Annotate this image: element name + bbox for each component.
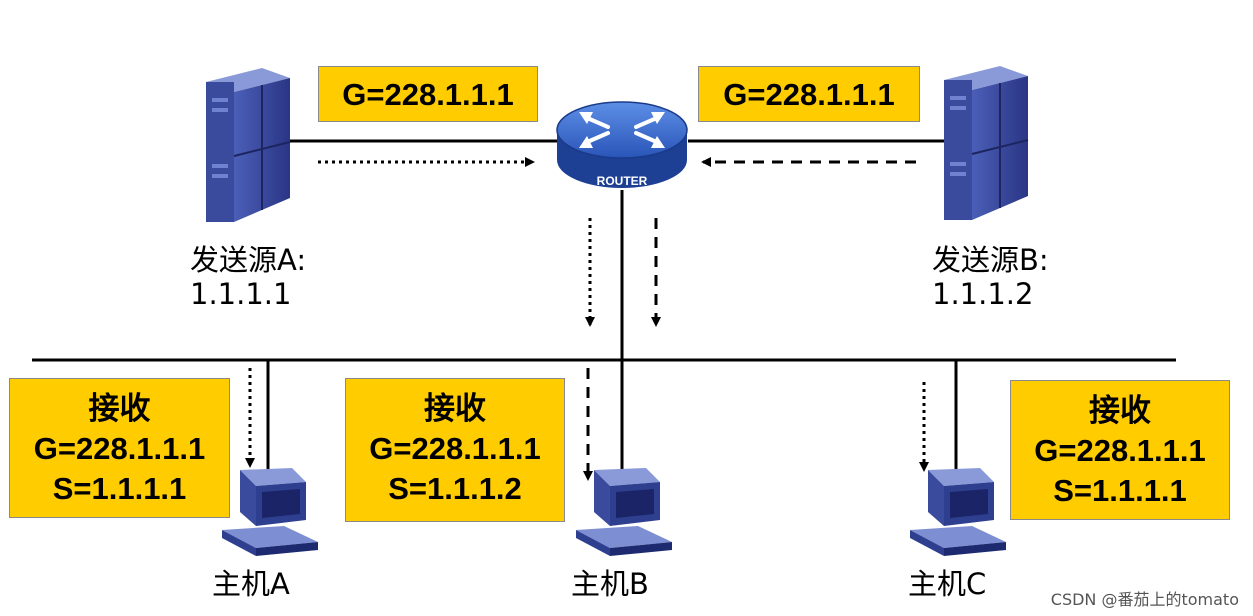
- source-b-name: 发送源B:: [932, 243, 1049, 277]
- host-b-receive-title: 接收: [424, 391, 486, 426]
- source-a-group-tag: G=228.1.1.1: [318, 66, 538, 122]
- source-b-server-icon: [944, 66, 1029, 220]
- host-b-receive-box: 接收 G=228.1.1.1 S=1.1.1.2: [345, 378, 565, 522]
- source-b-label: 发送源B: 1.1.1.2: [932, 243, 1049, 311]
- source-a-name: 发送源A:: [190, 243, 307, 277]
- host-c-computer-icon: [910, 468, 1006, 556]
- host-a-receive-title: 接收: [88, 391, 151, 426]
- host-c-receive-source: S=1.1.1.1: [1053, 473, 1187, 508]
- host-b-computer-icon: [576, 468, 672, 556]
- watermark: CSDN @番茄上的tomato: [1050, 590, 1239, 609]
- source-b-ip: 1.1.1.2: [932, 277, 1034, 311]
- router-label: ROUTER: [597, 174, 648, 188]
- source-b-group-tag: G=228.1.1.1: [698, 66, 920, 122]
- host-c-label: 主机C: [908, 567, 987, 601]
- host-c-receive-box: 接收 G=228.1.1.1 S=1.1.1.1: [1010, 380, 1230, 520]
- host-a-receive-source: S=1.1.1.1: [52, 471, 187, 506]
- host-a-computer-icon: [222, 468, 318, 556]
- host-b-receive-source: S=1.1.1.2: [388, 471, 522, 506]
- host-a-receive-group: G=228.1.1.1: [33, 431, 206, 466]
- host-c-receive-group: G=228.1.1.1: [1034, 433, 1206, 468]
- source-a-server-icon: [206, 68, 291, 222]
- host-b-receive-group: G=228.1.1.1: [369, 431, 541, 466]
- router-icon: ROUTER: [556, 101, 688, 188]
- source-a-label: 发送源A: 1.1.1.1: [190, 243, 306, 311]
- source-a-ip: 1.1.1.1: [190, 277, 292, 311]
- host-a-receive-box: 接收 G=228.1.1.1 S=1.1.1.1: [9, 378, 230, 518]
- host-b-label: 主机B: [571, 567, 649, 601]
- host-a-label: 主机A: [212, 567, 290, 601]
- host-c-receive-title: 接收: [1089, 393, 1151, 428]
